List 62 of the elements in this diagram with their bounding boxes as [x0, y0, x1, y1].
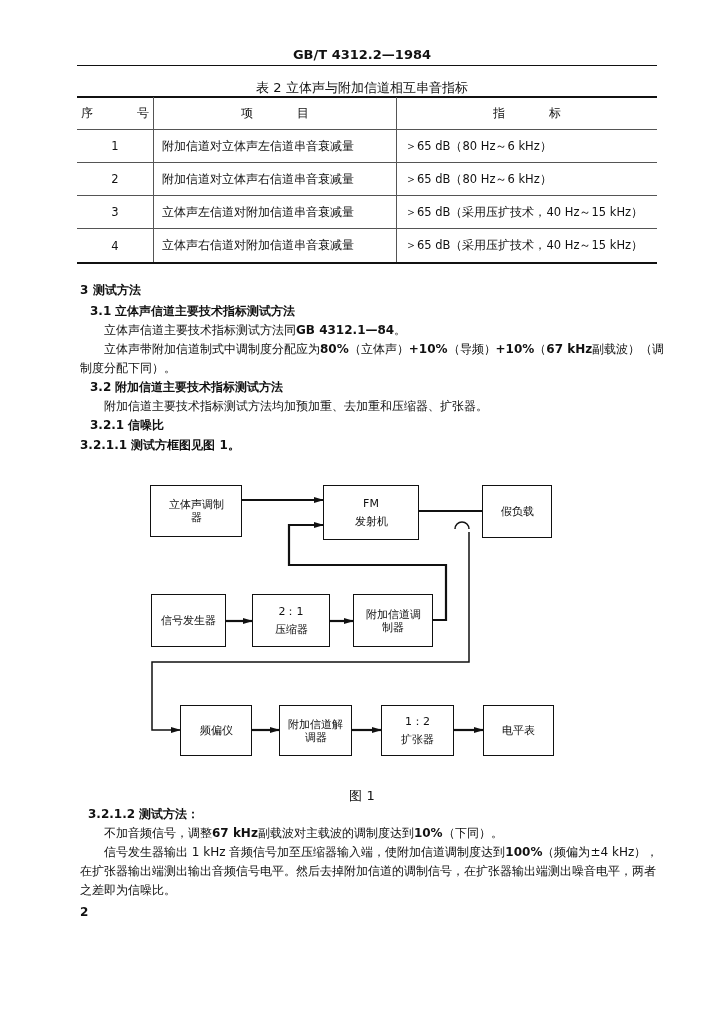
box-label: FM: [363, 497, 379, 510]
box-label: 电平表: [502, 724, 535, 737]
section-heading: 3.2.1 信噪比: [90, 417, 165, 434]
table-cell: 附加信道对立体声左信道串音衰减量: [153, 130, 396, 163]
section-heading: 3 测试方法: [80, 282, 141, 299]
column-header: 序 号: [77, 97, 153, 130]
table-cell: 1: [77, 130, 153, 163]
table-cell: 2: [77, 163, 153, 196]
arrow: [287, 522, 448, 622]
box-label: 假负载: [500, 505, 534, 518]
paragraph: 立体声带附加信道制式中调制度分配应为80%（立体声）+10%（导频）+10%（67 kHz副载波）（调制度分配下同）。: [80, 341, 665, 377]
table-cell: 立体声左信道对附加信道串音衰减量: [153, 196, 396, 229]
arrow: [226, 618, 253, 624]
table-cell: ＞65 dB（采用压扩技术，40 Hz～15 kHz）: [396, 196, 657, 229]
process-box: [483, 705, 554, 756]
box-label: 频偏仪: [199, 724, 233, 737]
table-cell: 3: [77, 196, 153, 229]
box-label: 立体声调制器: [167, 498, 225, 524]
table-cell: ＞65 dB（80 Hz～6 kHz）: [396, 163, 657, 196]
process-box: [482, 485, 552, 538]
section-heading: 3.2.1.2 测试方法：: [88, 806, 200, 823]
process-box: [151, 594, 226, 647]
column-header: 指 标: [396, 97, 657, 130]
table-cell: 附加信道对立体声右信道串音衰减量: [153, 163, 396, 196]
box-label: 发射机: [354, 515, 388, 528]
section-heading: 3.2.1.1 测试方框图见图 1。: [80, 437, 240, 454]
paragraph: 信号发生器输出 1 kHz 音频信号加至压缩器输入端，使附加信道调制度达到100%（频偏为±4 kHz），在扩张器输出端测出输出音频信号电平。然后去掉附加信道的调制信号，在扩张器输出端测出噪音电平，两者之差即为信噪比。: [80, 844, 660, 899]
section-heading: 3.2 附加信道主要技术指标测试方法: [90, 379, 284, 396]
paragraph: 附加信道主要技术指标测试方法均加预加重、去加重和压缩器、扩张器。: [103, 398, 489, 415]
process-box: [150, 485, 242, 537]
process-box: [323, 485, 419, 540]
page-number: 2: [80, 904, 89, 921]
arrow: [352, 727, 382, 733]
table-title: 表 2 立体声与附加信道相互串音指标: [255, 79, 469, 97]
process-box: [279, 705, 352, 756]
box-label: 1：2: [405, 715, 430, 728]
process-box: [381, 705, 454, 756]
figure-caption: 图 1: [348, 787, 376, 805]
arrow: [330, 618, 354, 624]
box-label: 压缩器: [274, 623, 308, 636]
arrow: [242, 497, 324, 503]
arrow: [151, 531, 470, 733]
box-label: 扩张器: [401, 733, 434, 746]
process-box: [353, 594, 433, 647]
process-box: [252, 594, 330, 647]
box-label: 2：1: [278, 605, 304, 618]
box-label: 附加信道调制器: [364, 607, 422, 634]
arrow: [252, 727, 280, 733]
process-box: [180, 705, 252, 756]
connector-line: [419, 509, 482, 513]
paragraph: 不加音频信号，调整67 kHz副载波对主载波的调制度达到10%（下同）。: [103, 825, 504, 842]
table-cell: ＞65 dB（采用压扩技术，40 Hz～15 kHz）: [396, 229, 657, 262]
box-label: 信号发生器: [161, 614, 216, 627]
standard-number: GB/T 4312.2—1984: [291, 46, 433, 64]
section-heading: 3.1 立体声信道主要技术指标测试方法: [90, 303, 296, 320]
box-label: 附加信道解调器: [287, 717, 344, 744]
table-cell: ＞65 dB（80 Hz～6 kHz）: [396, 130, 657, 163]
table-cell: 立体声右信道对附加信道串音衰减量: [153, 229, 396, 262]
column-header: 项 目: [153, 97, 396, 130]
table-cell-text: 4: [110, 237, 120, 255]
arrow: [454, 727, 484, 733]
paragraph: 立体声信道主要技术指标测试方法同GB 4312.1—84。: [103, 322, 408, 339]
